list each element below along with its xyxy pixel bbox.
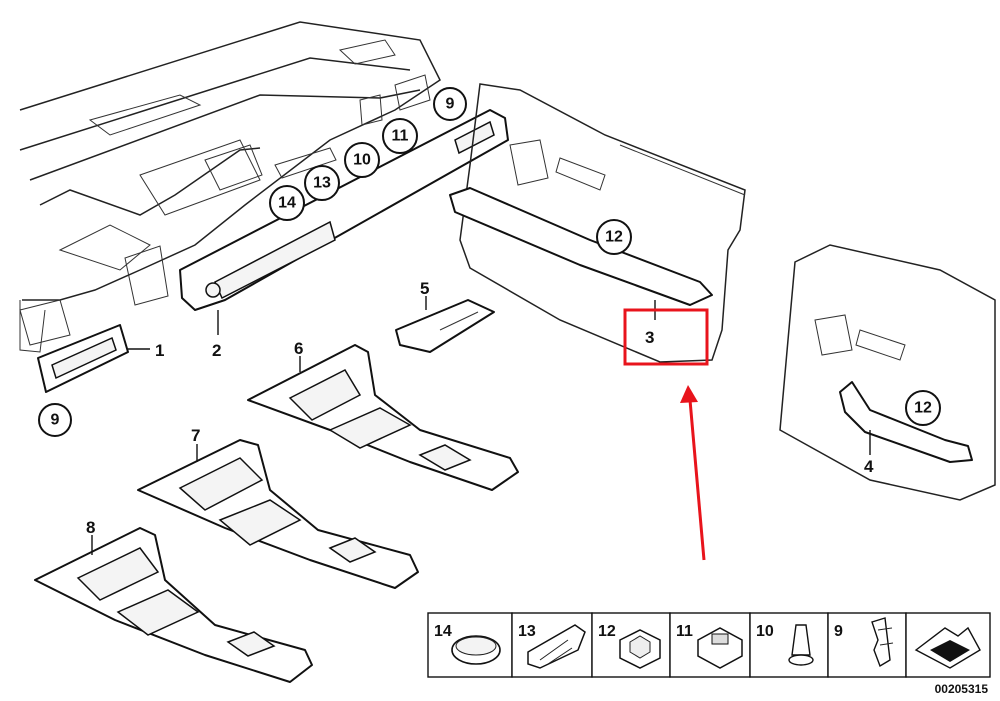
table-num-14: 14 <box>434 623 452 640</box>
table-num-10: 10 <box>756 623 774 640</box>
front-door-panel <box>459 83 746 363</box>
table-cell-10 <box>749 612 829 678</box>
cover-part[interactable] <box>395 299 495 353</box>
table-num-9: 9 <box>834 623 843 640</box>
callout-6: 6 <box>294 339 303 358</box>
callout-8: 8 <box>86 518 95 537</box>
circle-10 <box>344 142 380 178</box>
rear-door-panel <box>779 244 996 501</box>
highlight-arrow-shaft <box>688 399 706 561</box>
circle-9-lower <box>38 403 72 437</box>
callout-4: 4 <box>864 457 874 476</box>
circle-9-upper <box>433 87 467 121</box>
expanding-rivet-icon <box>788 624 814 666</box>
circle-14 <box>269 185 305 221</box>
front-door-trim-part[interactable] <box>449 187 713 306</box>
circle-12-front <box>596 219 632 255</box>
table-cell-9 <box>827 612 907 678</box>
circle-11-label: 11 <box>392 128 409 145</box>
table-num-12: 12 <box>598 623 616 640</box>
table-num-13: 13 <box>518 623 536 640</box>
trim-clip-icon <box>697 627 743 669</box>
direction-arrow-icon <box>914 626 981 669</box>
trim-strip-part[interactable] <box>179 109 509 311</box>
circle-11 <box>382 118 418 154</box>
callout-7: 7 <box>191 426 200 445</box>
circle-10-label: 10 <box>353 152 371 169</box>
circle-12-rear-label: 12 <box>914 400 932 417</box>
circle-14-label: 14 <box>278 195 296 212</box>
rear-door-trim-part[interactable] <box>839 381 973 463</box>
circle-12-rear <box>905 390 941 426</box>
circled-callouts: 9 9 11 10 13 14 12 12 <box>38 87 941 437</box>
circle-13 <box>304 165 340 201</box>
callout-5: 5 <box>420 279 429 298</box>
highlight-annotation <box>623 308 709 561</box>
metal-clip-icon <box>871 617 894 668</box>
document-number: 00205315 <box>935 682 989 696</box>
console-trim-8[interactable] <box>34 527 313 683</box>
left-trim-part[interactable] <box>37 324 129 393</box>
callout-3: 3 <box>645 328 654 347</box>
circle-13-label: 13 <box>313 175 331 192</box>
spring-clip-icon <box>527 624 586 669</box>
circle-9-upper-label: 9 <box>446 96 455 113</box>
highlight-box <box>623 308 709 366</box>
console-trim-6[interactable] <box>247 344 519 491</box>
square-clip-icon <box>619 629 661 669</box>
small-parts-table: 14 13 12 11 10 9 <box>427 612 991 696</box>
dashboard-drawing <box>19 21 441 353</box>
part-callouts: 1 2 3 4 5 6 7 8 <box>86 279 874 537</box>
callout-1: 1 <box>155 341 164 360</box>
circle-12-front-label: 12 <box>605 229 623 246</box>
callout-2: 2 <box>212 341 221 360</box>
console-trim-7[interactable] <box>137 439 419 589</box>
highlight-arrow-head <box>680 385 698 403</box>
oval-cap-icon <box>451 635 501 665</box>
table-num-11: 11 <box>676 623 693 640</box>
circle-9-lower-label: 9 <box>51 412 60 429</box>
